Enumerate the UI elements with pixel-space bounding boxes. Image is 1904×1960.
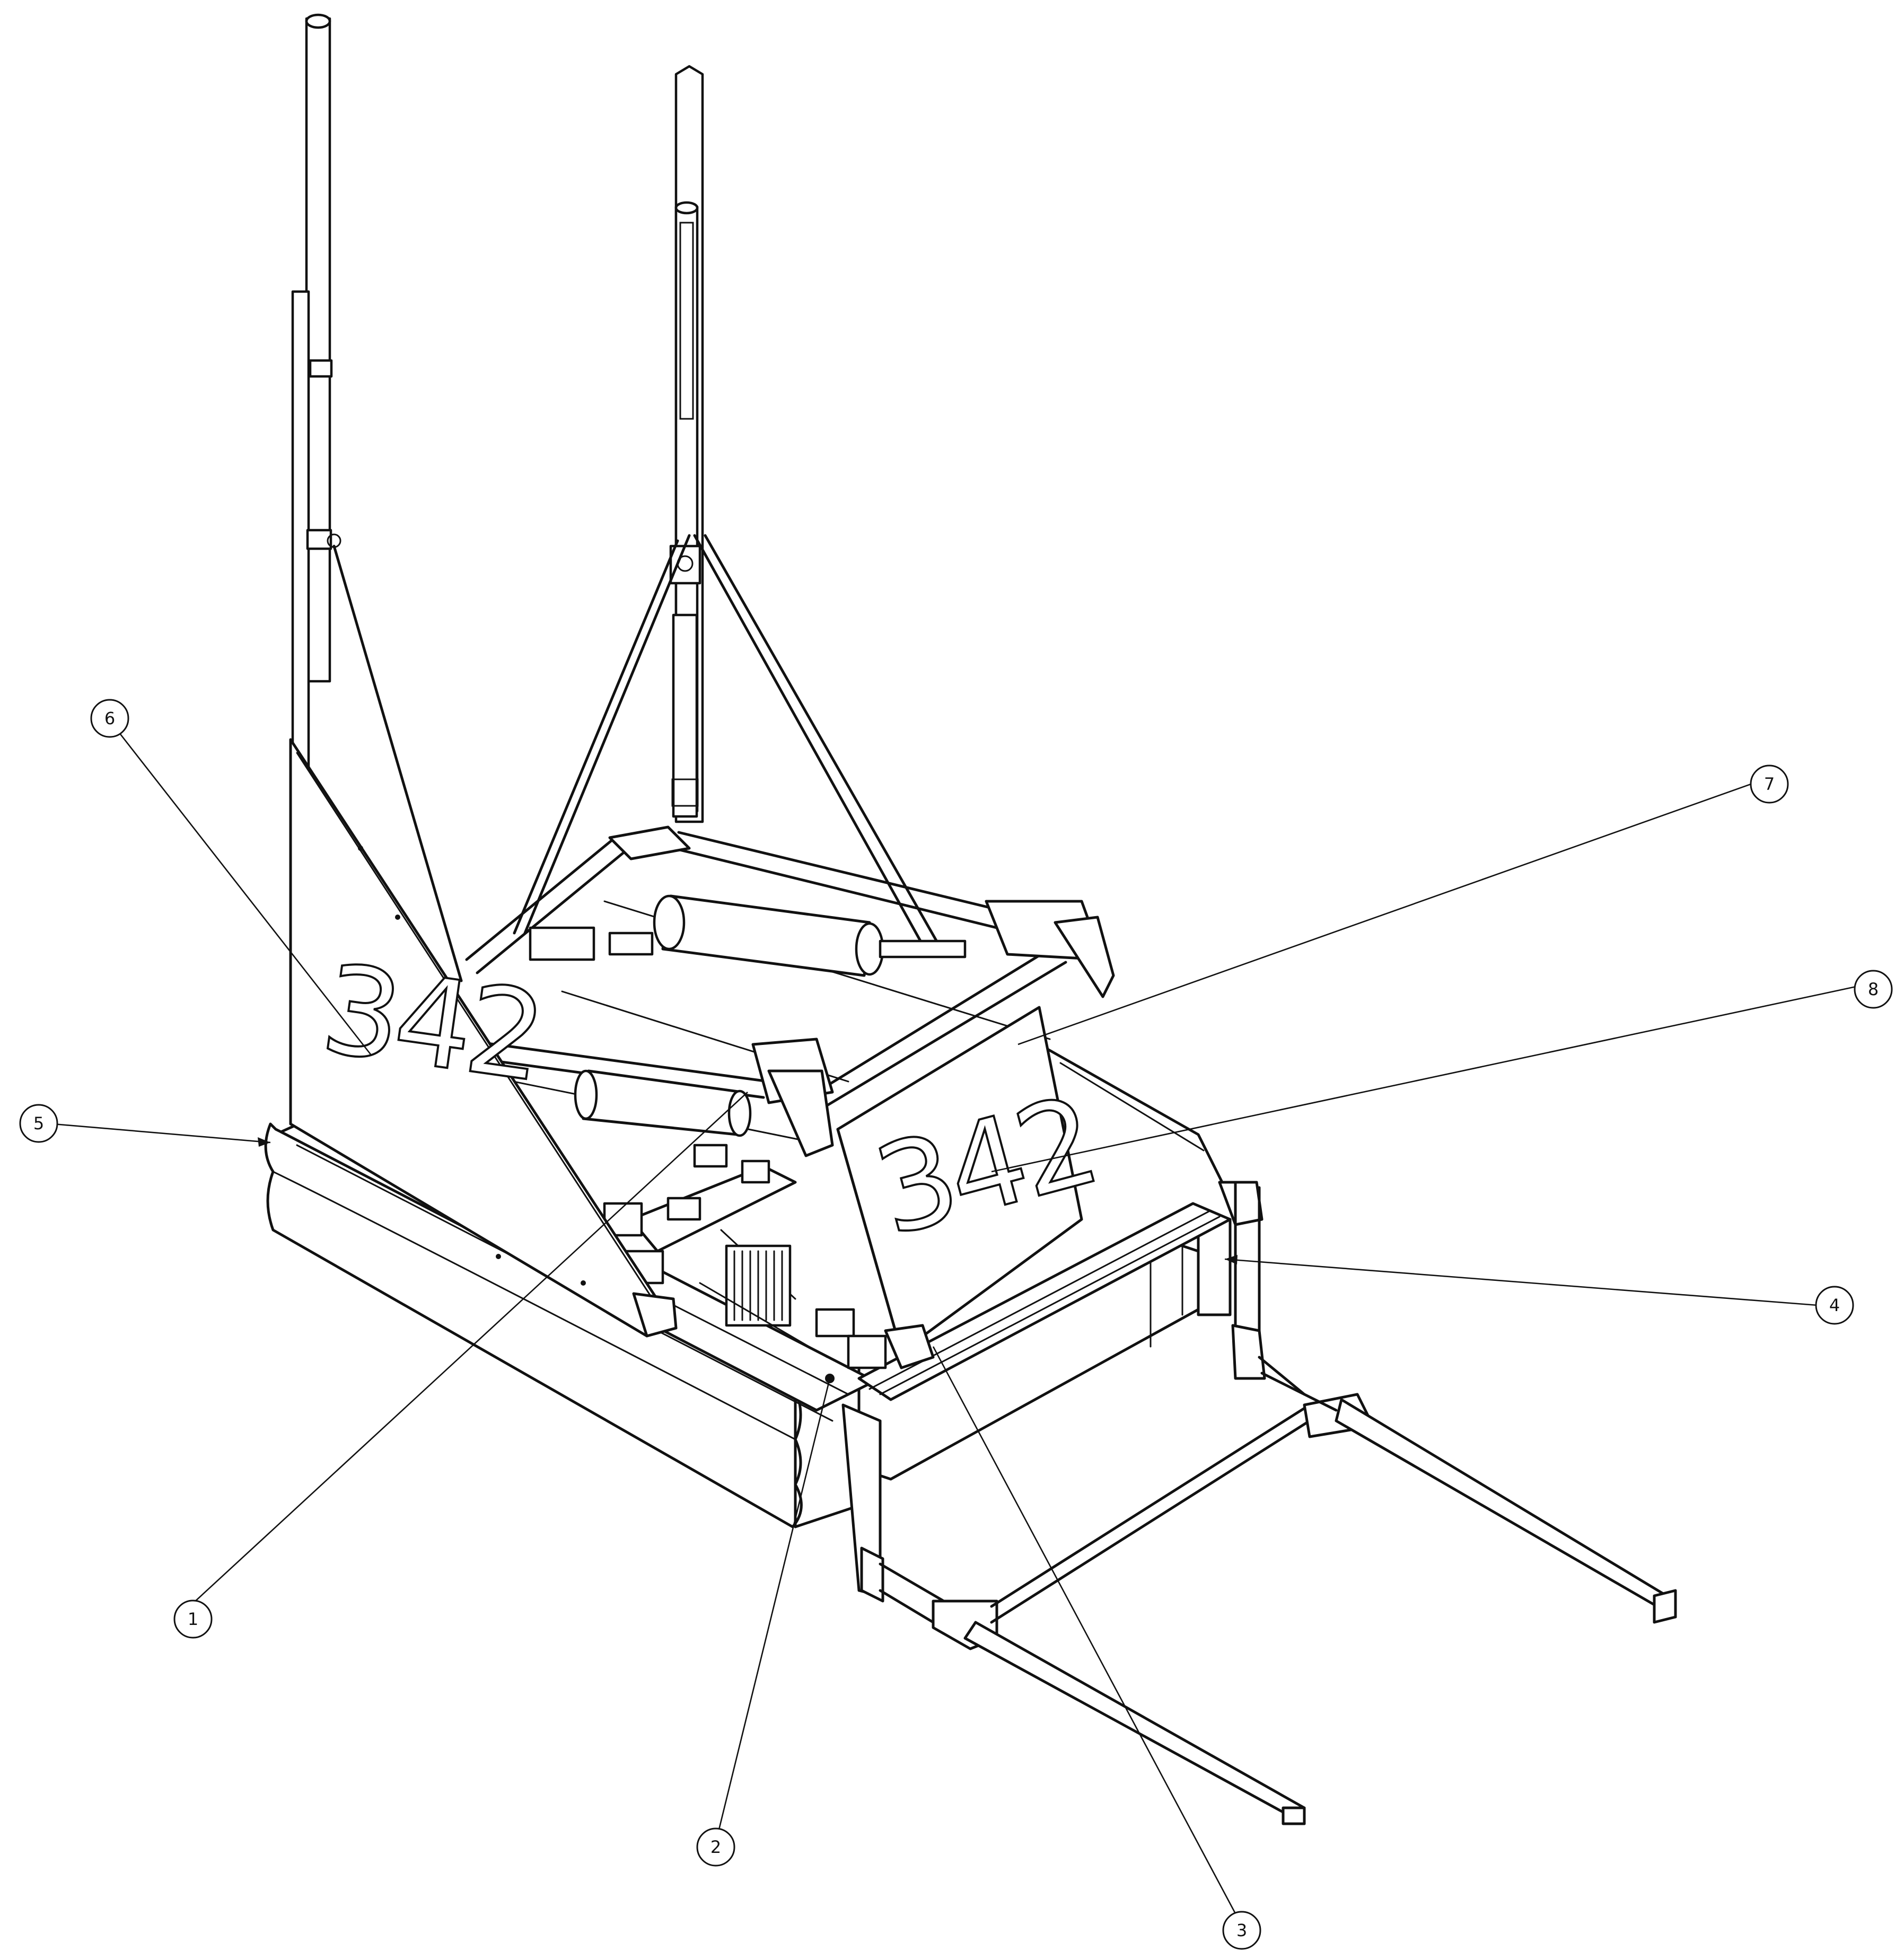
svg-text:3: 3 <box>1236 1920 1247 1940</box>
svg-text:1: 1 <box>188 1609 198 1629</box>
balloon-4: 4 <box>1815 1286 1854 1325</box>
balloon-8: 8 <box>1854 970 1893 1009</box>
leader-8 <box>991 985 1859 1173</box>
leader-6 <box>114 727 372 1056</box>
svg-text:5: 5 <box>33 1113 44 1133</box>
leader-2-dot <box>825 1374 835 1383</box>
left-mast <box>291 13 463 982</box>
balloon-1: 1 <box>173 1599 213 1639</box>
leader-1 <box>192 1092 748 1604</box>
bumper-left <box>264 1122 861 1528</box>
balloon-7: 7 <box>1750 764 1789 804</box>
leader-5-arrow <box>258 1137 270 1147</box>
leader-4 <box>1224 1258 1818 1306</box>
balloon-6: 6 <box>90 699 129 738</box>
balloon-3: 3 <box>1222 1911 1261 1950</box>
leader-lines <box>52 727 1859 1917</box>
svg-text:8: 8 <box>1868 979 1879 999</box>
front-plate: 342 <box>836 1006 1109 1369</box>
leader-5 <box>52 1123 271 1144</box>
leader-7 <box>1017 782 1754 1045</box>
leader-2 <box>717 1378 831 1832</box>
leader-3 <box>932 1346 1238 1917</box>
pneumatic-cylinders <box>529 894 967 1137</box>
svg-text:4: 4 <box>1829 1295 1840 1315</box>
svg-text:6: 6 <box>104 708 115 728</box>
balloon-2: 2 <box>696 1827 735 1867</box>
leader-4-arrow <box>1225 1255 1238 1264</box>
side-plate-number: 342 <box>314 938 548 1109</box>
balloon-5: 5 <box>19 1104 58 1143</box>
svg-text:2: 2 <box>710 1837 721 1857</box>
side-plate: 342 <box>289 738 678 1338</box>
right-mast <box>513 65 943 956</box>
swing-frame <box>449 825 1115 1157</box>
front-fork <box>841 1181 1677 1825</box>
svg-text:7: 7 <box>1764 774 1775 794</box>
